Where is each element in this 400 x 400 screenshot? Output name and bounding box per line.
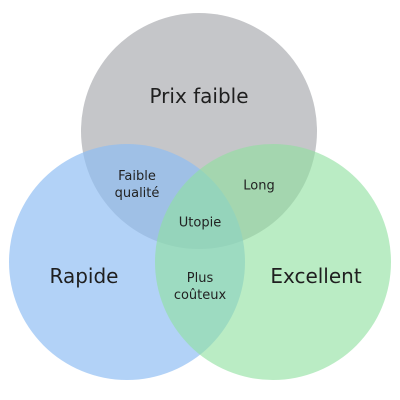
circle-excellent	[155, 144, 391, 380]
set-label-rapide: Rapide	[49, 264, 119, 288]
intersection-label-center: Utopie	[178, 215, 222, 231]
intersection-label-prix-rapide: Faible qualité	[114, 169, 160, 201]
intersection-label-prix-excellent: Long	[243, 178, 275, 194]
intersection-label-rapide-excellent: Plus coûteux	[173, 271, 227, 303]
set-label-prix-faible: Prix faible	[149, 84, 249, 108]
set-label-excellent: Excellent	[270, 264, 362, 288]
